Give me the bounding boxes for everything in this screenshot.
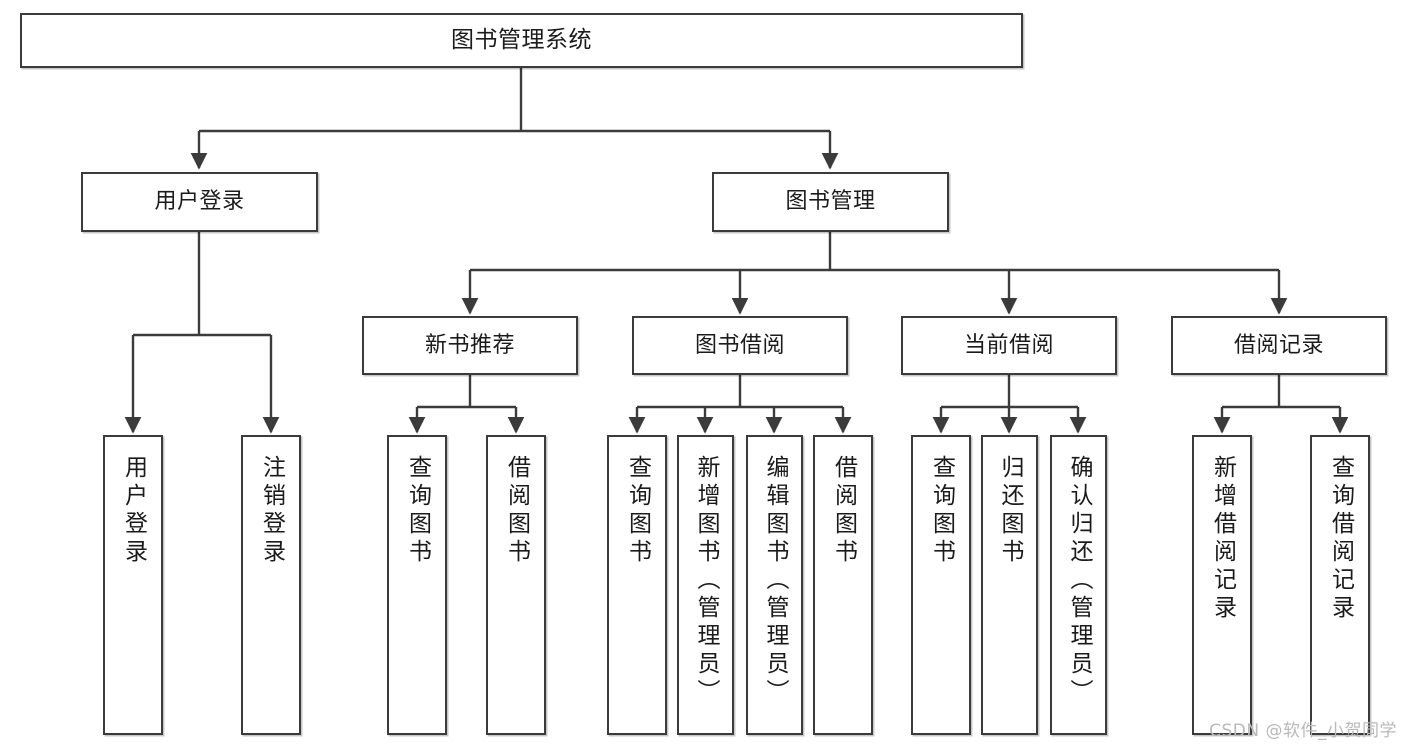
node-label: 用户登录 xyxy=(120,455,147,567)
node-label: 查询图书 xyxy=(624,455,651,567)
node-label: 图书管理系统 xyxy=(451,26,592,53)
node-borrowing-record[interactable]: 借阅记录 xyxy=(1171,316,1387,375)
node-leaf-user-login-signin[interactable]: 用户登录 xyxy=(103,435,163,735)
node-leaf-user-login-signout[interactable]: 注销登录 xyxy=(241,435,301,735)
node-label: 借阅图书 xyxy=(830,455,857,567)
node-label: 图书借阅 xyxy=(694,332,785,358)
node-leaf-new-book-borrow[interactable]: 借阅图书 xyxy=(486,435,546,735)
node-label: 用户登录 xyxy=(154,189,245,215)
node-book-management[interactable]: 图书管理 xyxy=(712,172,949,232)
node-label: 编辑图书（管理员） xyxy=(762,455,788,707)
node-label: 查询图书 xyxy=(404,455,431,567)
node-label: 借阅记录 xyxy=(1233,332,1324,358)
node-label: 查询借阅记录 xyxy=(1327,455,1354,623)
node-user-login[interactable]: 用户登录 xyxy=(81,172,318,232)
node-label: 确认归还（管理员） xyxy=(1066,455,1092,707)
node-leaf-current-borrow-query[interactable]: 查询图书 xyxy=(911,435,971,735)
watermark-text: CSDN @软件_小贺同学 xyxy=(1209,721,1397,741)
node-leaf-book-borrow-query[interactable]: 查询图书 xyxy=(607,435,667,735)
node-leaf-borrow-record-query[interactable]: 查询借阅记录 xyxy=(1310,435,1370,735)
node-new-book-recommendation[interactable]: 新书推荐 xyxy=(362,316,578,375)
node-book-borrowing[interactable]: 图书借阅 xyxy=(632,316,848,375)
node-leaf-book-borrow-edit[interactable]: 编辑图书（管理员） xyxy=(746,435,803,735)
node-label: 新书推荐 xyxy=(424,332,515,358)
node-label: 注销登录 xyxy=(258,455,285,567)
node-label: 当前借阅 xyxy=(963,332,1054,358)
node-label: 查询图书 xyxy=(928,455,955,567)
node-label: 新增图书（管理员） xyxy=(693,455,719,707)
node-label: 新增借阅记录 xyxy=(1209,455,1236,623)
node-leaf-current-borrow-confirm-return[interactable]: 确认归还（管理员） xyxy=(1050,435,1107,735)
node-label: 图书管理 xyxy=(785,189,876,215)
node-leaf-current-borrow-return[interactable]: 归还图书 xyxy=(981,435,1038,735)
node-root-book-management-system[interactable]: 图书管理系统 xyxy=(20,13,1023,68)
node-leaf-new-book-query[interactable]: 查询图书 xyxy=(387,435,447,735)
node-leaf-borrow-record-add[interactable]: 新增借阅记录 xyxy=(1192,435,1252,735)
node-current-borrowing[interactable]: 当前借阅 xyxy=(901,316,1117,375)
node-leaf-book-borrow-add[interactable]: 新增图书（管理员） xyxy=(677,435,734,735)
node-label: 归还图书 xyxy=(997,455,1023,567)
node-leaf-book-borrow-borrow[interactable]: 借阅图书 xyxy=(813,435,873,735)
node-label: 借阅图书 xyxy=(503,455,530,567)
